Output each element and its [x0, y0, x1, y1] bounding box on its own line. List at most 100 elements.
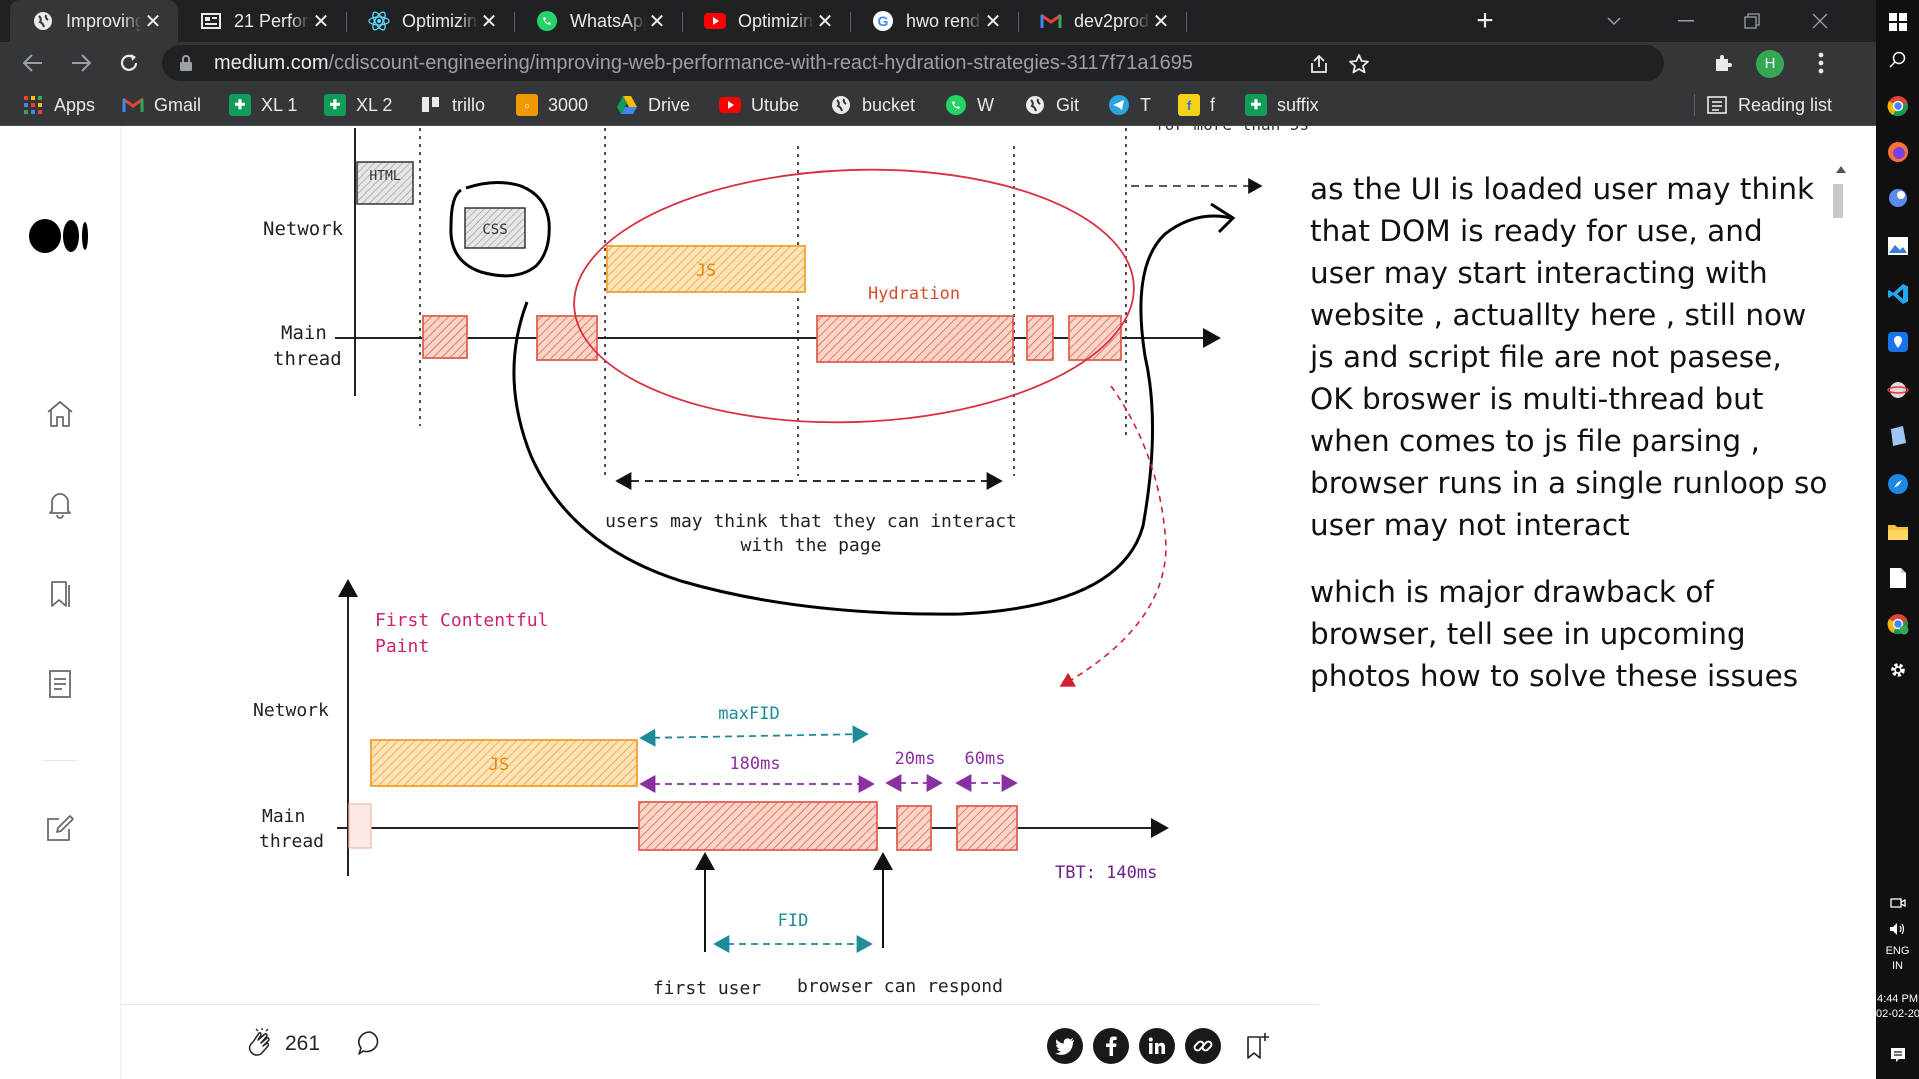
bookmark-t[interactable]: T: [1108, 84, 1151, 126]
faint-block: [348, 803, 372, 849]
kebab-menu-icon[interactable]: [1804, 46, 1838, 80]
firefox-icon[interactable]: [1884, 138, 1911, 165]
tab-improving-web-performance[interactable]: Improving Web Performance with React Hyd…: [10, 0, 178, 42]
close-window-icon[interactable]: [1790, 0, 1850, 42]
clap-icon[interactable]: [243, 1026, 277, 1060]
stories-icon[interactable]: [42, 666, 78, 702]
duration-60ms: 60ms: [965, 749, 1006, 769]
search-icon[interactable]: [1884, 46, 1911, 73]
bookmark-drive[interactable]: Drive: [616, 84, 690, 126]
close-icon[interactable]: ✕: [816, 10, 834, 33]
bookmark-trillo[interactable]: trillo: [420, 84, 485, 126]
bookmarks-icon[interactable]: [42, 576, 78, 612]
bookmark-xl2[interactable]: ✚ XL 2: [324, 84, 392, 126]
meet-now-icon[interactable]: [1884, 896, 1911, 914]
profile-avatar[interactable]: H: [1756, 50, 1784, 78]
home-icon[interactable]: [42, 396, 78, 432]
app-icon[interactable]: [1884, 376, 1911, 403]
restore-icon[interactable]: [1722, 0, 1782, 42]
tab-21-performance[interactable]: 21 Performance Optimization Techniques ✕: [178, 0, 346, 42]
bookmark-gmail[interactable]: Gmail: [122, 84, 201, 126]
tab-strip: Improving Web Performance with React Hyd…: [0, 0, 1876, 42]
bookmark-git[interactable]: Git: [1024, 84, 1079, 126]
close-icon[interactable]: ✕: [984, 10, 1002, 33]
settings-gear-icon[interactable]: [1884, 656, 1911, 683]
copy-link-icon[interactable]: [1185, 1028, 1221, 1064]
scroll-up-arrow-icon[interactable]: [1836, 166, 1846, 173]
medium-logo-icon[interactable]: [28, 216, 92, 256]
lock-icon[interactable]: [180, 55, 192, 76]
tab-optimizing-the-performance[interactable]: Optimizing the Performance ✕: [682, 0, 850, 42]
extensions-puzzle-icon[interactable]: [1706, 46, 1740, 80]
youtube-icon: [719, 94, 741, 116]
file-explorer-icon[interactable]: [1884, 518, 1911, 545]
star-bookmark-icon[interactable]: [1346, 51, 1372, 77]
bookmark-3000[interactable]: ▫ 3000: [516, 84, 588, 126]
tab-dev2prod-mail[interactable]: dev2prod Mail ✕: [1018, 0, 1186, 42]
close-icon[interactable]: ✕: [144, 10, 162, 33]
reload-icon[interactable]: [112, 46, 146, 80]
tab-whatsapp[interactable]: WhatsApp ✕: [514, 0, 682, 42]
save-bookmark-icon[interactable]: [1241, 1028, 1273, 1064]
close-icon[interactable]: ✕: [648, 10, 666, 33]
linkedin-share-icon[interactable]: [1139, 1028, 1175, 1064]
forward-arrow-icon[interactable]: [64, 46, 98, 80]
tbt-label: TBT: 140ms: [1055, 863, 1157, 883]
url-text[interactable]: medium.com/cdiscount-engineering/improvi…: [214, 52, 1193, 75]
bookmark-apps[interactable]: Apps: [22, 84, 95, 126]
close-icon[interactable]: ✕: [312, 10, 330, 33]
sidebar-divider: [42, 760, 78, 761]
share-page-icon[interactable]: [1306, 51, 1332, 77]
app-icon[interactable]: [1884, 184, 1911, 211]
vscode-icon[interactable]: [1884, 280, 1911, 307]
windows-start-icon[interactable]: [1884, 8, 1911, 35]
page-scrollbar[interactable]: [1830, 156, 1846, 1079]
write-icon[interactable]: [42, 810, 78, 846]
scrollbar-thumb[interactable]: [1833, 184, 1843, 218]
volume-icon[interactable]: [1884, 920, 1911, 938]
notifications-icon[interactable]: [1884, 1044, 1911, 1066]
document-icon[interactable]: [1884, 564, 1911, 591]
compass-icon[interactable]: [1884, 470, 1911, 497]
close-icon[interactable]: ✕: [1152, 10, 1170, 33]
maxfid-label: maxFID: [718, 704, 779, 724]
tab-separator: [514, 12, 515, 32]
bookmark-utube[interactable]: Utube: [719, 84, 799, 126]
bookmark-w[interactable]: W: [945, 84, 994, 126]
facebook-share-icon[interactable]: [1093, 1028, 1129, 1064]
tab-hwo-render-react[interactable]: G hwo render react ✕: [850, 0, 1018, 42]
fcp-line-2: Paint: [375, 636, 429, 657]
web-globe-icon: [830, 94, 852, 116]
chrome-icon[interactable]: [1884, 92, 1911, 119]
caption-line-1: users may think that they can interact: [605, 511, 1017, 532]
bookmark-label: W: [977, 94, 994, 115]
maps-pin-icon[interactable]: [1884, 328, 1911, 355]
bookmark-label: XL 2: [356, 94, 393, 115]
bookmark-xl1[interactable]: ✚ XL 1: [229, 84, 297, 126]
twitter-share-icon[interactable]: [1047, 1028, 1083, 1064]
html-label: HTML: [369, 169, 400, 184]
address-bar[interactable]: medium.com/cdiscount-engineering/improvi…: [162, 45, 1664, 81]
app-icon[interactable]: [1884, 422, 1911, 449]
chrome-profile-icon[interactable]: [1884, 610, 1911, 637]
bookmark-suffix[interactable]: ✚ suffix: [1245, 84, 1319, 126]
back-arrow-icon[interactable]: [16, 46, 50, 80]
minimize-icon[interactable]: [1656, 0, 1716, 42]
reading-list-button[interactable]: Reading list: [1706, 84, 1832, 126]
photos-icon[interactable]: [1884, 232, 1911, 259]
notifications-bell-icon[interactable]: [42, 486, 78, 522]
bookmark-label: Gmail: [154, 94, 202, 115]
duration-180ms: 180ms: [729, 754, 780, 774]
bookmark-f[interactable]: f f: [1178, 84, 1215, 126]
close-icon[interactable]: ✕: [480, 10, 498, 33]
react-icon: [368, 10, 390, 32]
top-thread-label: thread: [273, 348, 342, 370]
tab-optimizing-performance-react[interactable]: Optimizing Performance – React ✕: [346, 0, 514, 42]
comment-icon[interactable]: [353, 1026, 387, 1060]
new-tab-button[interactable]: +: [1476, 4, 1494, 37]
bookmark-bucket[interactable]: bucket: [830, 84, 915, 126]
tab-search-icon[interactable]: [1584, 0, 1644, 42]
bookmark-label: Utube: [751, 94, 800, 115]
